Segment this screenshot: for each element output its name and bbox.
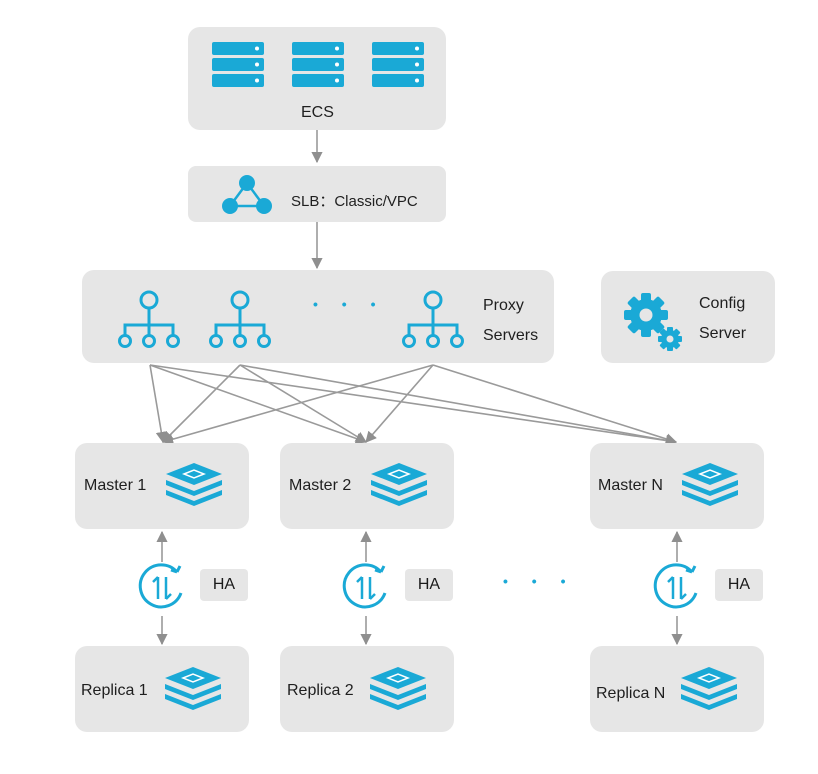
proxy-label-line1: Proxy [483, 297, 524, 314]
arrow-p1-m1 [149, 364, 167, 444]
ha-badge-n: HA [715, 569, 763, 601]
arrow-p2-m2 [239, 364, 367, 443]
ha-switch-icon [342, 563, 387, 609]
arrow-p3-m2 [365, 364, 434, 443]
arrow-p3-m1 [161, 364, 434, 445]
replica-n-label: Replica N [596, 685, 666, 702]
master-2-box [280, 443, 454, 529]
proxy-label-line2: Servers [483, 327, 539, 344]
ecs-label: ECS [301, 104, 334, 121]
redis-stack-icon [682, 463, 738, 506]
slb-label: SLB：Classic/VPC [291, 193, 418, 210]
ha-switch-icon [138, 563, 183, 609]
arrow-p1-mn [149, 364, 678, 447]
proxy-tree-icon [118, 290, 180, 348]
proxy-servers-box [82, 270, 554, 363]
master-1-box [75, 443, 249, 529]
arrow-p1-m2 [149, 364, 368, 444]
redis-stack-icon [681, 667, 737, 710]
gear-icon [624, 293, 682, 351]
proxy-ellipsis: • • • [313, 296, 386, 312]
redis-stack-icon [370, 667, 426, 710]
replica-2-label: Replica 2 [287, 682, 354, 699]
ha-badge-1: HA [200, 569, 248, 601]
config-label-line2: Server [699, 325, 747, 342]
server-rack-icon [212, 42, 424, 87]
ha-badge-2: HA [405, 569, 453, 601]
load-balancer-icon [222, 175, 272, 214]
config-label-line1: Config [699, 295, 746, 312]
arrow-p2-mn [239, 364, 678, 446]
proxy-tree-icon [209, 290, 271, 348]
replica-1-label: Replica 1 [81, 682, 148, 699]
master-2-label: Master 2 [289, 477, 352, 494]
master-n-label: Master N [598, 477, 663, 494]
arrow-p2-m1 [162, 364, 241, 443]
redis-stack-icon [371, 463, 427, 506]
master-1-label: Master 1 [84, 477, 147, 494]
proxy-tree-icon [402, 290, 464, 348]
ha-switch-icon [653, 563, 698, 609]
redis-stack-icon [166, 463, 222, 506]
arrow-p3-mn [432, 364, 678, 445]
node-ellipsis: • • • [503, 573, 576, 589]
redis-stack-icon [165, 667, 221, 710]
